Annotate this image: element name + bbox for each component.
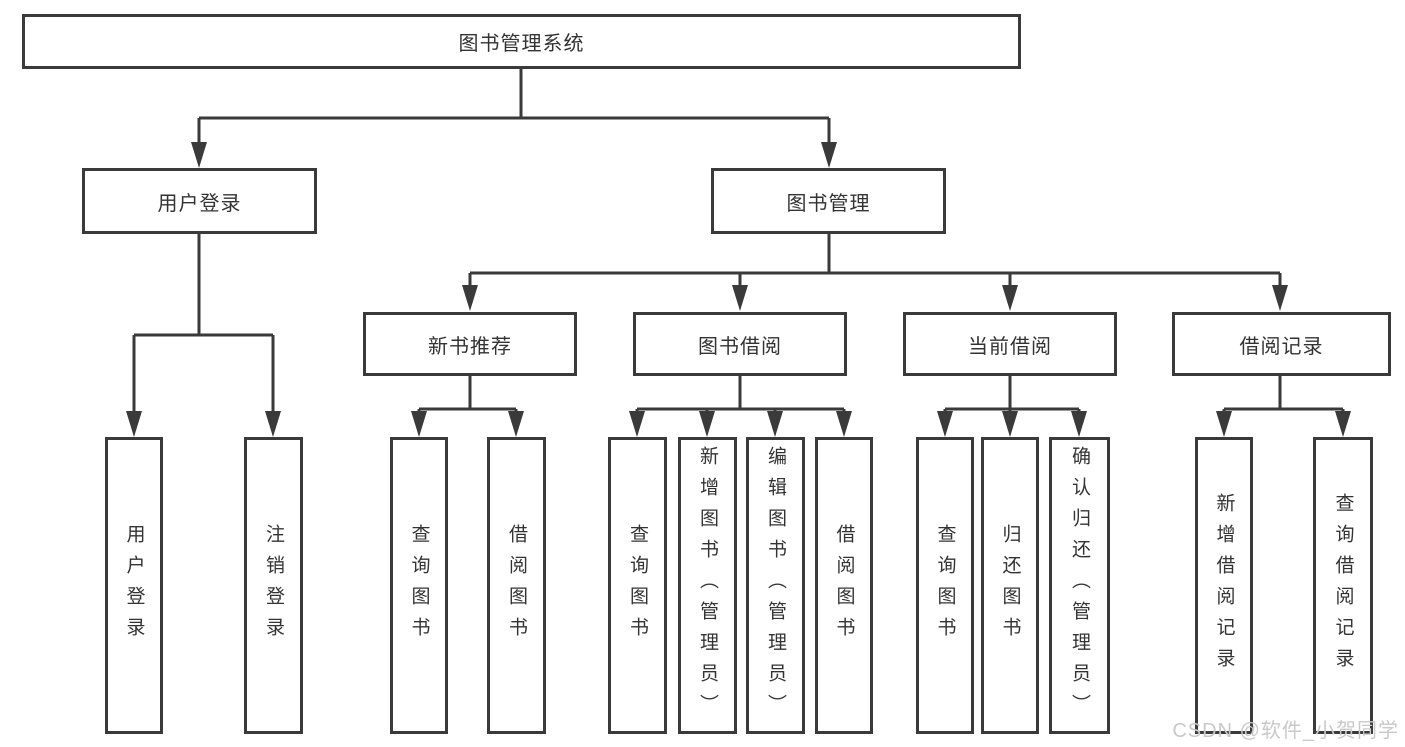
node-book-management-label: 图书管理 (786, 192, 871, 215)
leaf-newbooks-query-books-label: 查询图书 (408, 523, 430, 648)
leaf-logout: 注销登录 (244, 437, 303, 734)
leaf-newbooks-borrow-books: 借阅图书 (487, 437, 546, 734)
node-borrow-records: 借阅记录 (1172, 312, 1391, 376)
leaf-records-add-record: 新增借阅记录 (1195, 437, 1253, 734)
leaf-borrow-add-books-admin-label: 新增图书（管理员） (697, 446, 718, 725)
leaf-newbooks-query-books: 查询图书 (390, 437, 448, 734)
leaf-current-query-books-label: 查询图书 (934, 523, 956, 648)
leaf-borrow-query-books: 查询图书 (608, 437, 667, 734)
node-user-login: 用户登录 (82, 168, 317, 234)
leaf-borrow-query-books-label: 查询图书 (627, 523, 648, 648)
leaf-logout-label: 注销登录 (263, 523, 284, 648)
leaf-borrow-add-books-admin: 新增图书（管理员） (678, 437, 737, 734)
leaf-user-login: 用户登录 (105, 437, 163, 734)
leaf-records-add-record-label: 新增借阅记录 (1213, 492, 1235, 679)
node-root-label: 图书管理系统 (458, 33, 585, 55)
leaf-current-return-books-label: 归还图书 (999, 523, 1021, 648)
leaf-current-confirm-return-admin: 确认归还（管理员） (1049, 437, 1110, 734)
leaf-borrow-borrow-books: 借阅图书 (815, 437, 873, 734)
node-book-borrow: 图书借阅 (633, 312, 847, 376)
leaf-current-query-books: 查询图书 (916, 437, 974, 734)
leaf-newbooks-borrow-books-label: 借阅图书 (506, 523, 527, 648)
node-user-login-label: 用户登录 (157, 192, 242, 215)
arrowhead-icons (126, 142, 1351, 437)
node-book-borrow-label: 图书借阅 (698, 335, 782, 358)
node-book-management: 图书管理 (711, 168, 946, 234)
node-current-borrow: 当前借阅 (903, 312, 1117, 376)
leaf-records-query-record: 查询借阅记录 (1313, 437, 1373, 734)
leaf-borrow-edit-books-admin: 编辑图书（管理员） (746, 437, 805, 734)
csdn-watermark: CSDN @软件_小贺同学 (1172, 720, 1399, 742)
node-current-borrow-label: 当前借阅 (968, 335, 1052, 358)
node-new-book-recommend-label: 新书推荐 (428, 335, 512, 358)
leaf-borrow-borrow-books-label: 借阅图书 (833, 523, 855, 648)
leaf-records-query-record-label: 查询借阅记录 (1332, 492, 1354, 679)
node-new-book-recommend: 新书推荐 (363, 312, 577, 376)
leaf-borrow-edit-books-admin-label: 编辑图书（管理员） (765, 446, 786, 725)
leaf-current-confirm-return-admin-label: 确认归还（管理员） (1069, 446, 1090, 725)
node-borrow-records-label: 借阅记录 (1239, 335, 1324, 358)
leaf-user-login-label: 用户登录 (123, 523, 145, 648)
node-root-system: 图书管理系统 (22, 14, 1021, 69)
leaf-current-return-books: 归还图书 (981, 437, 1039, 734)
